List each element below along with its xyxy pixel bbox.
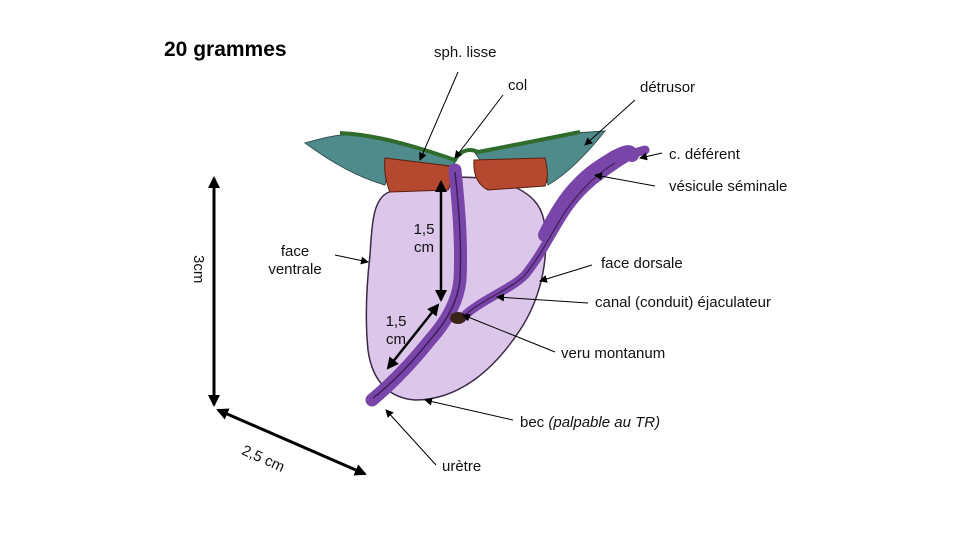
- arrow-sph-lisse: [419, 71, 459, 161]
- arrow-col: [454, 94, 504, 159]
- dim-depth-arrow: [216, 408, 367, 476]
- label-dim-upper-line2: cm: [414, 239, 434, 256]
- label-uretre: urètre: [442, 458, 482, 475]
- seminal-vesicle: [538, 145, 639, 242]
- label-face-dorsale: face dorsale: [601, 255, 683, 272]
- arrow-canal: [496, 293, 589, 304]
- arrow-bec: [424, 397, 514, 421]
- label-face-ventrale-line1: face: [280, 243, 310, 260]
- label-dim-upper-line1: 1,5: [413, 221, 435, 238]
- label-dim-upper: 1,5 cm: [409, 221, 439, 257]
- arrow-face-ventrale: [334, 254, 369, 265]
- label-face-ventrale: face ventrale: [262, 243, 328, 279]
- label-canal-ejaculateur: canal (conduit) éjaculateur: [595, 294, 771, 311]
- label-sph-lisse: sph. lisse: [434, 44, 497, 61]
- veru-montanum: [450, 312, 466, 324]
- label-vesicule-seminale: vésicule séminale: [669, 178, 788, 195]
- dim-lower-arrow: [386, 303, 440, 370]
- label-col: col: [508, 77, 528, 94]
- arrow-vesicule: [594, 172, 656, 187]
- arrow-c-deferent: [639, 152, 663, 161]
- arrow-veru: [462, 313, 556, 353]
- label-face-ventrale-line2: ventrale: [268, 261, 322, 278]
- ejaculatory-lumen: [461, 162, 616, 319]
- label-detrusor: détrusor: [640, 79, 696, 96]
- smooth-sphincter-right: [473, 157, 548, 191]
- label-dim-lower: 1,5 cm: [381, 313, 411, 349]
- label-dim-height: 3cm: [190, 255, 207, 284]
- arrow-uretre: [385, 409, 437, 466]
- label-veru-montanum: veru montanum: [561, 345, 666, 362]
- label-bec-text: bec: [520, 414, 545, 431]
- page-title: 20 grammes: [164, 38, 287, 61]
- label-dim-lower-line1: 1,5: [385, 313, 407, 330]
- arrow-face-dorsale: [539, 264, 593, 283]
- label-c-deferent: c. déférent: [669, 146, 740, 163]
- label-bec: bec (palpable au TR): [520, 414, 660, 432]
- arrow-detrusor: [584, 99, 636, 146]
- urethra-lumen: [372, 171, 462, 399]
- label-bec-note: (palpable au TR): [548, 414, 661, 431]
- mucosa-edge: [339, 130, 581, 163]
- label-dim-lower-line2: cm: [386, 331, 406, 348]
